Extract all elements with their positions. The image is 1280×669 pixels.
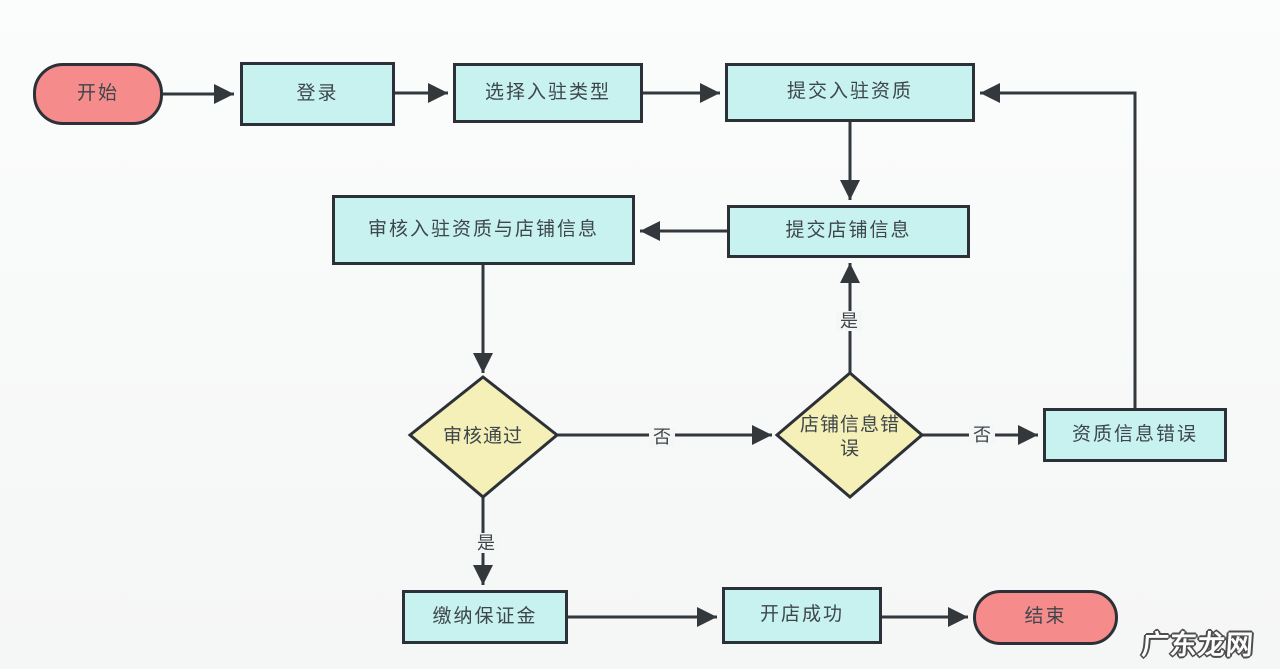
edge-label-review-pass-yes: 是 xyxy=(473,533,499,553)
node-qualification-error-label: 资质信息错误 xyxy=(1071,423,1198,445)
node-pay-deposit: 缴纳保证金 xyxy=(402,590,568,644)
node-pay-deposit-label: 缴纳保证金 xyxy=(432,605,538,627)
node-submit-qualification-label: 提交入驻资质 xyxy=(786,81,913,103)
node-review: 审核入驻资质与店铺信息 xyxy=(332,195,635,265)
node-select-type-label: 选择入驻类型 xyxy=(484,81,611,103)
node-login-label: 登录 xyxy=(296,82,339,104)
node-open-success: 开店成功 xyxy=(722,587,882,644)
node-submit-qualification: 提交入驻资质 xyxy=(725,63,975,122)
node-start: 开始 xyxy=(33,63,163,125)
node-login: 登录 xyxy=(240,62,395,126)
node-submit-store-info-label: 提交店铺信息 xyxy=(785,220,912,242)
node-end-label: 结束 xyxy=(1024,606,1067,628)
node-store-info-error-label: 店铺信息错误 xyxy=(800,414,901,459)
node-start-label: 开始 xyxy=(76,82,119,104)
node-end: 结束 xyxy=(973,590,1118,645)
edge-label-store-error-yes: 是 xyxy=(836,311,862,331)
node-submit-store-info: 提交店铺信息 xyxy=(727,205,970,258)
watermark-logo: 广东龙网 xyxy=(1140,630,1255,660)
node-open-success-label: 开店成功 xyxy=(759,604,844,626)
edge-label-review-pass-no: 否 xyxy=(649,427,675,447)
node-select-type: 选择入驻类型 xyxy=(453,63,643,123)
edge-label-store-error-no: 否 xyxy=(969,425,995,445)
node-review-label: 审核入驻资质与店铺信息 xyxy=(367,218,599,240)
node-review-pass-label: 审核通过 xyxy=(442,426,524,448)
edge-qualerror-submitqual-loop xyxy=(980,83,1137,408)
node-qualification-error: 资质信息错误 xyxy=(1043,408,1227,462)
